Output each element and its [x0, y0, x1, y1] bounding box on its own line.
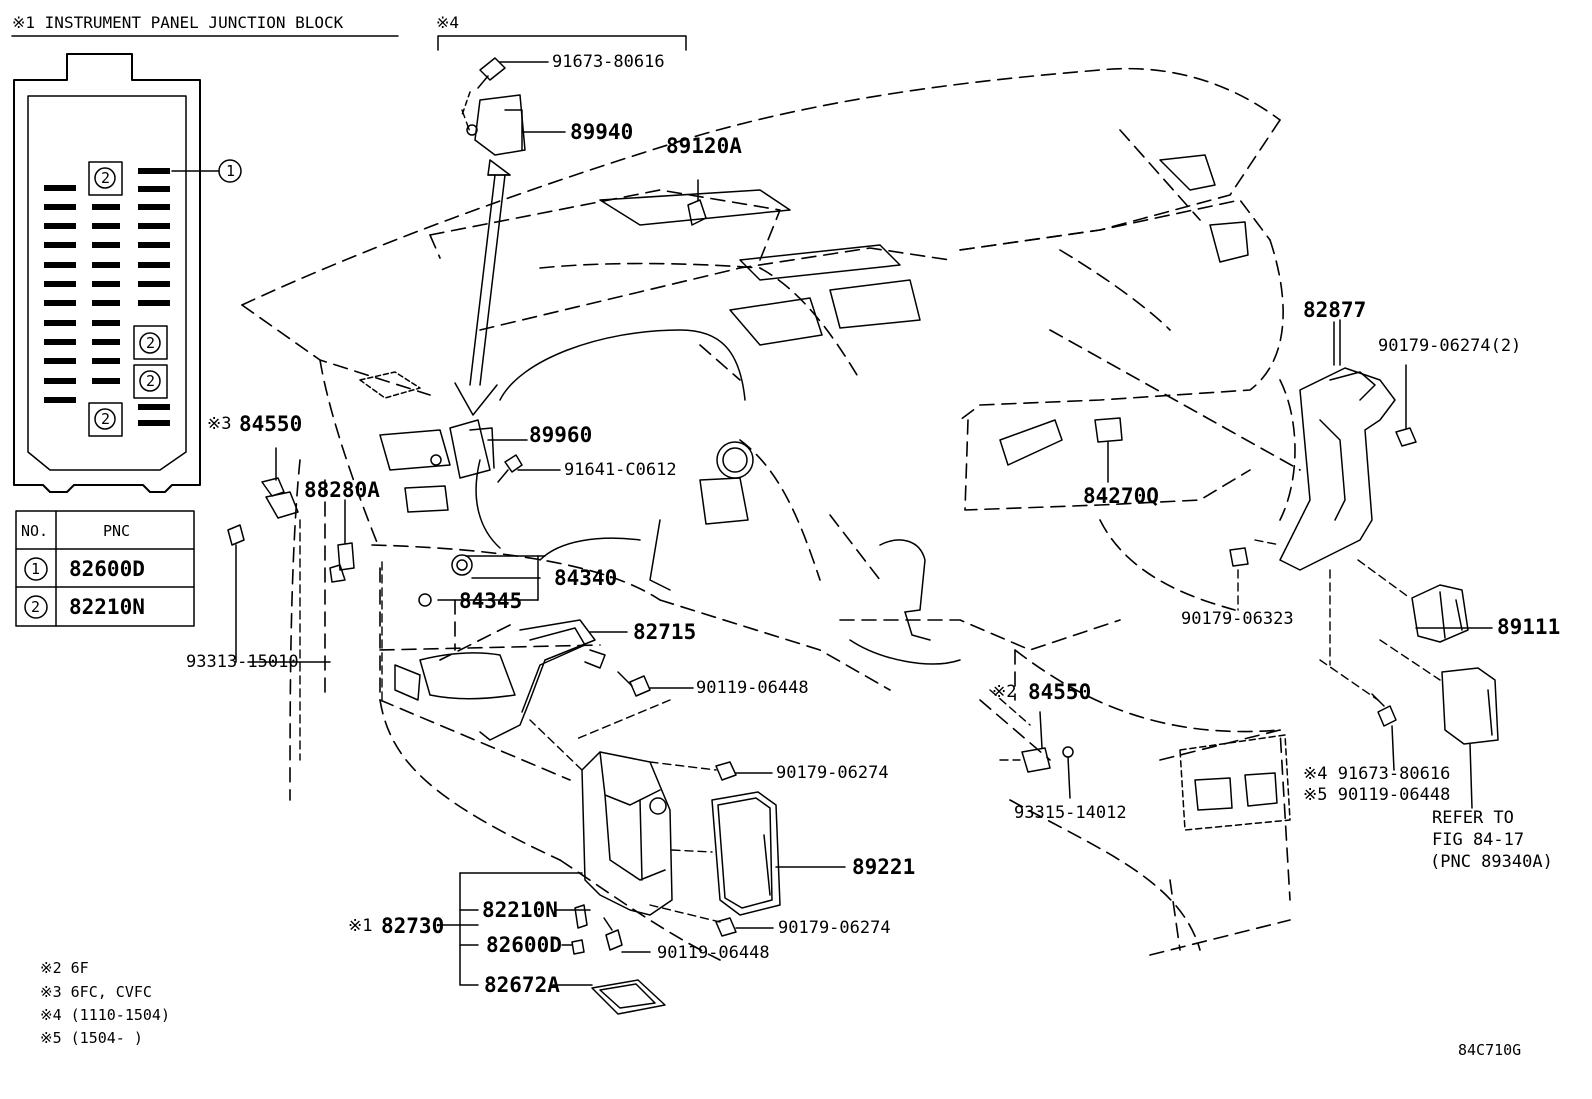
part-label: 90179-06274: [778, 918, 891, 938]
part-label: 90179-06323: [1181, 609, 1294, 629]
part-label: 84550: [1028, 680, 1092, 704]
part-label: 89221: [852, 855, 916, 879]
part-label: 91641-C0612: [564, 460, 677, 480]
footnote: ※5 (1504- ): [40, 1029, 143, 1047]
part-label: 82730: [381, 914, 445, 938]
leader-lines: [247, 61, 1493, 986]
dashed-leaders: [299, 109, 1441, 923]
callout-2: 2: [101, 169, 111, 187]
part-label: 93315-14012: [1014, 803, 1127, 823]
pnc-row-value: 82600D: [69, 557, 145, 581]
part-label: 89960: [529, 423, 593, 447]
pnc-table-grid: [15, 510, 195, 627]
part-label: 82715: [633, 620, 697, 644]
part-label: 89120A: [666, 134, 742, 158]
pnc-row-value: 82210N: [69, 595, 145, 619]
part-label: 93313-15010: [186, 652, 299, 672]
part-label: 91673-80616: [552, 52, 665, 72]
part-label: 84550: [239, 412, 303, 436]
part-label: 84340: [554, 566, 618, 590]
figure-code: 84C710G: [1458, 1041, 1522, 1059]
part-mark: ※1: [348, 916, 373, 936]
dashboard-details: [359, 154, 1291, 831]
part-label: 84270Q: [1083, 484, 1159, 508]
footnote: ※3 6FC, CVFC: [40, 983, 152, 1001]
footnote: ※4 (1110-1504): [40, 1006, 170, 1024]
part-label: 82672A: [484, 973, 560, 997]
callout-2: 2: [101, 410, 111, 428]
big-arrow: [454, 159, 511, 416]
dashboard-outline: [241, 67, 1301, 961]
part-label: ※5 90119-06448: [1303, 785, 1451, 805]
pnc-row-no: 2: [31, 598, 41, 616]
part-mark: ※3: [207, 414, 232, 434]
refer-line-2: FIG 84-17: [1432, 830, 1525, 850]
part-label: 90179-06274(2): [1378, 336, 1522, 356]
part-label: 90179-06274: [776, 763, 889, 783]
callout-2: 2: [146, 372, 156, 390]
callout-1: 1: [226, 162, 236, 180]
footnote: ※2 6F: [40, 959, 89, 977]
junction-block-title: ※1 INSTRUMENT PANEL JUNCTION BLOCK: [12, 13, 344, 32]
part-label: ※4 91673-80616: [1303, 764, 1451, 784]
part-sketches: [227, 57, 1499, 1015]
part-label: 89940: [570, 120, 634, 144]
part-mark: ※2: [992, 682, 1017, 702]
part-label: 90119-06448: [696, 678, 809, 698]
pnc-table-col-no: NO.: [21, 522, 49, 540]
part-label: 82210N: [482, 898, 558, 922]
junction-block-drawing: [13, 53, 242, 493]
part-label: 82877: [1303, 298, 1367, 322]
part-label: 82600D: [486, 933, 562, 957]
refer-line-1: REFER TO: [1432, 808, 1514, 828]
pnc-row-no: 1: [31, 560, 41, 578]
part-label: 90119-06448: [657, 943, 770, 963]
pnc-table-col-pnc: PNC: [103, 522, 131, 540]
part-label: 89111: [1497, 615, 1561, 639]
group4-mark: ※4: [436, 13, 460, 32]
part-label: 88280A: [304, 478, 380, 502]
refer-line-3: (PNC 89340A): [1430, 852, 1553, 872]
callout-2: 2: [146, 334, 156, 352]
part-label: 84345: [459, 589, 523, 613]
